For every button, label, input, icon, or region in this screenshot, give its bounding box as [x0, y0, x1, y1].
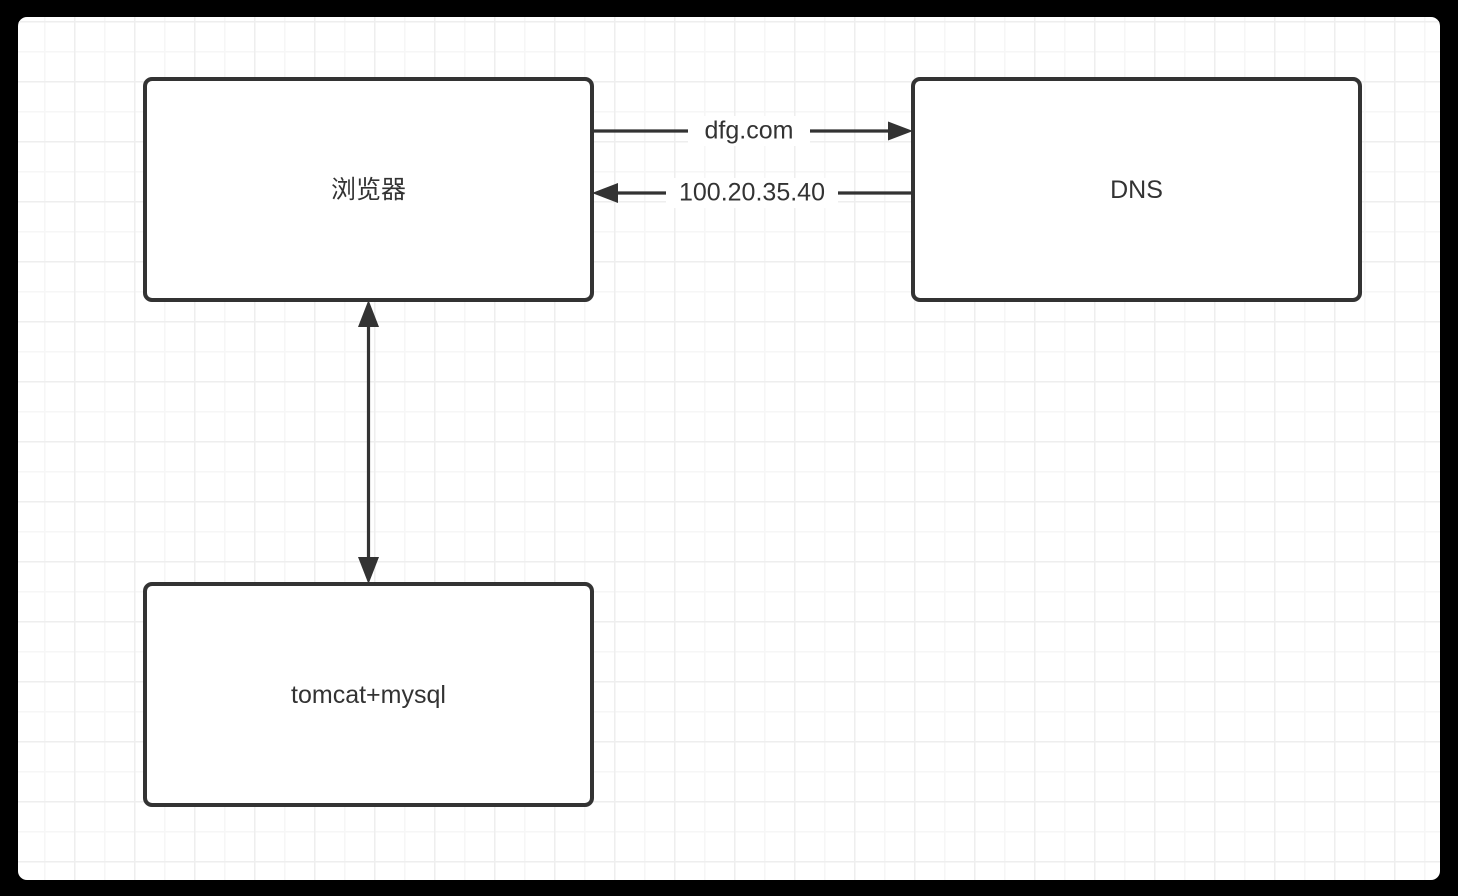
edge-dns-to-browser-label: 100.20.35.40 [679, 179, 825, 207]
node-browser[interactable]: 浏览器 [143, 77, 594, 302]
edge-browser-to-dns-label-bg [688, 116, 810, 146]
diagram-svg: 浏览器 DNS tomcat+mysql dfg.com [143, 77, 1362, 807]
node-browser-label: 浏览器 [331, 176, 406, 204]
node-dns-shape[interactable] [911, 77, 1362, 302]
edge-browser-to-dns[interactable]: dfg.com [592, 116, 913, 146]
node-dns-label: DNS [1110, 176, 1163, 204]
edge-dns-to-browser-label-bg [666, 178, 838, 208]
diagram-canvas[interactable]: 浏览器 DNS tomcat+mysql dfg.com [18, 17, 1440, 880]
edge-dns-to-browser-arrowhead [592, 183, 618, 203]
edge-browser-server-arrowhead-down [358, 557, 379, 584]
edge-browser-to-dns-arrowhead [888, 121, 913, 141]
edge-browser-server-arrowhead-up [358, 300, 379, 327]
edge-browser-server[interactable] [358, 300, 379, 584]
node-server[interactable]: tomcat+mysql [143, 582, 594, 807]
edge-dns-to-browser[interactable]: 100.20.35.40 [592, 178, 913, 208]
node-dns[interactable]: DNS [911, 77, 1362, 302]
node-server-label: tomcat+mysql [291, 681, 446, 709]
edge-browser-to-dns-label: dfg.com [705, 117, 794, 145]
